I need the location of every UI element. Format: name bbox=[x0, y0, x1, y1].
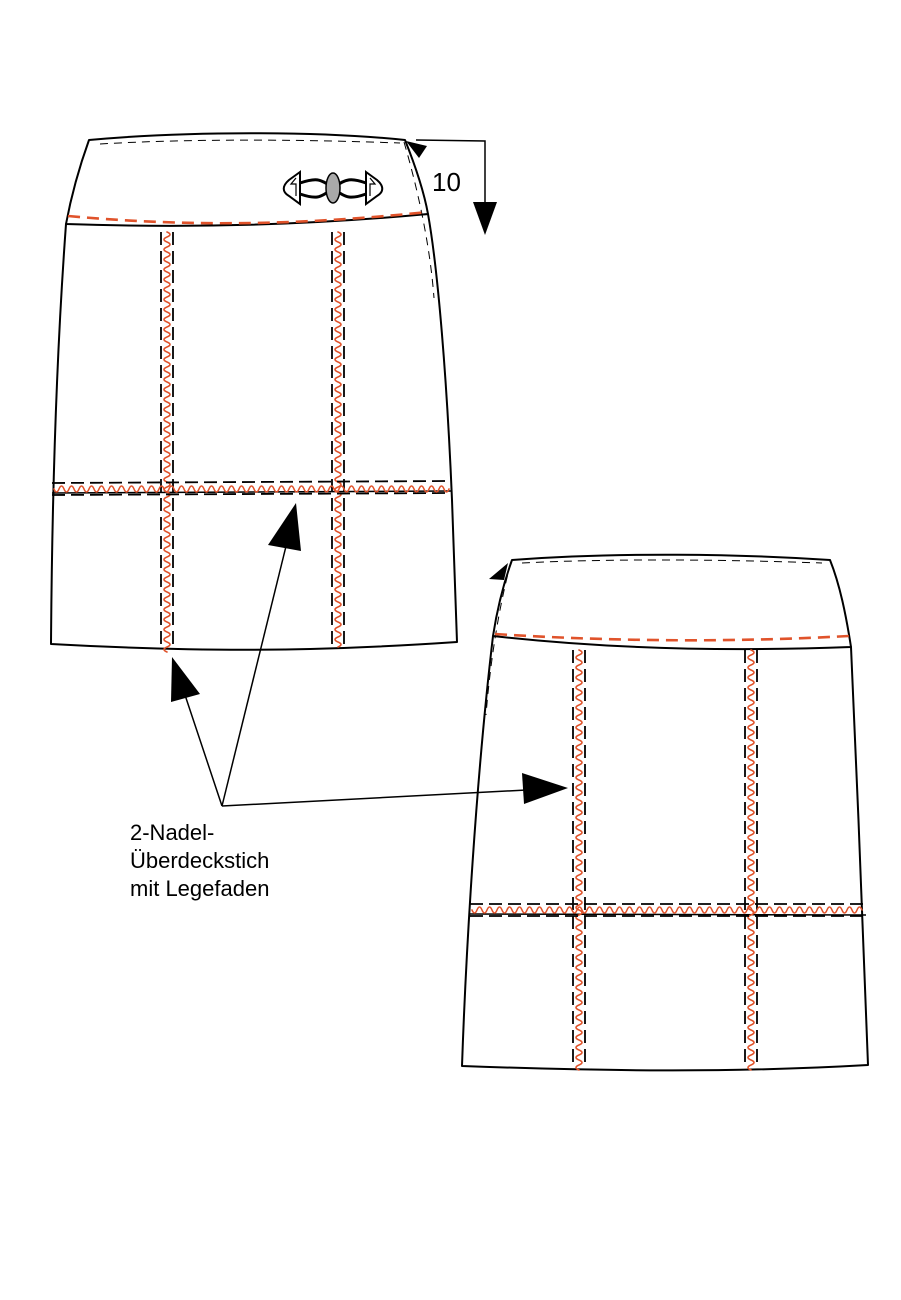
coverstitch-wave bbox=[747, 649, 755, 1071]
back-vertical-seam-left bbox=[572, 649, 586, 1071]
back-skirt-body bbox=[461, 635, 869, 1072]
back-pocket-opening bbox=[485, 561, 512, 716]
pointer-arrowhead-front-left bbox=[171, 657, 200, 702]
back-vertical-seam-right bbox=[744, 649, 758, 1071]
annotation-line-2: Überdeckstich bbox=[130, 848, 269, 873]
coverstitch-wave bbox=[575, 649, 583, 1071]
front-waistband-seam-stitch bbox=[67, 210, 429, 225]
skirt-front-view: 10 bbox=[50, 132, 497, 653]
back-waistband-topstitch bbox=[521, 559, 823, 564]
pointer-line-front-center bbox=[221, 529, 291, 807]
back-waistband-seam-stitch bbox=[494, 632, 850, 642]
buckle-toggle-button bbox=[325, 172, 341, 204]
pointer-arrowhead-back bbox=[522, 773, 568, 804]
pointer-line-back bbox=[221, 788, 546, 807]
coverstitch-wave bbox=[471, 906, 863, 914]
buckle-loop-left-inner bbox=[289, 177, 297, 196]
measurement-arrowhead-down bbox=[473, 202, 497, 235]
front-waistband bbox=[65, 132, 429, 227]
front-pocket-opening bbox=[403, 141, 435, 299]
front-horizontal-seam bbox=[51, 480, 453, 496]
front-skirt-body bbox=[50, 213, 458, 651]
buckle-loop-right-inner bbox=[369, 177, 377, 196]
measurement-line bbox=[415, 139, 486, 215]
coverstitch-wave bbox=[334, 231, 342, 648]
skirt-back-view bbox=[461, 553, 869, 1072]
measurement-arrowhead-corner bbox=[406, 141, 427, 158]
annotation-line-1: 2-Nadel- bbox=[130, 820, 214, 845]
back-waistband bbox=[492, 553, 852, 651]
annotation-line-3: mit Legefaden bbox=[130, 876, 269, 901]
coverstitch-wave bbox=[163, 231, 171, 653]
front-vertical-seam-left bbox=[160, 231, 174, 653]
annotation-label: 2-Nadel- Überdeckstich mit Legefaden bbox=[130, 820, 269, 901]
pointer-arrowhead-front-center bbox=[268, 503, 301, 551]
needle-row bbox=[51, 480, 453, 484]
back-horizontal-seam bbox=[470, 903, 866, 917]
measurement-label: 10 bbox=[432, 167, 461, 197]
needle-row bbox=[51, 492, 453, 496]
back-corner-arrowhead bbox=[489, 563, 508, 580]
waistband-height-measurement: 10 bbox=[406, 139, 497, 235]
front-vertical-seam-right bbox=[331, 231, 345, 648]
toggle-buckle-icon bbox=[282, 170, 384, 206]
annotation-arrows bbox=[171, 503, 568, 807]
coverstitch-wave bbox=[53, 485, 450, 493]
back-hip-seam-line bbox=[469, 913, 867, 916]
front-waistband-topstitch bbox=[99, 139, 401, 145]
pointer-line-front-left bbox=[179, 679, 223, 807]
